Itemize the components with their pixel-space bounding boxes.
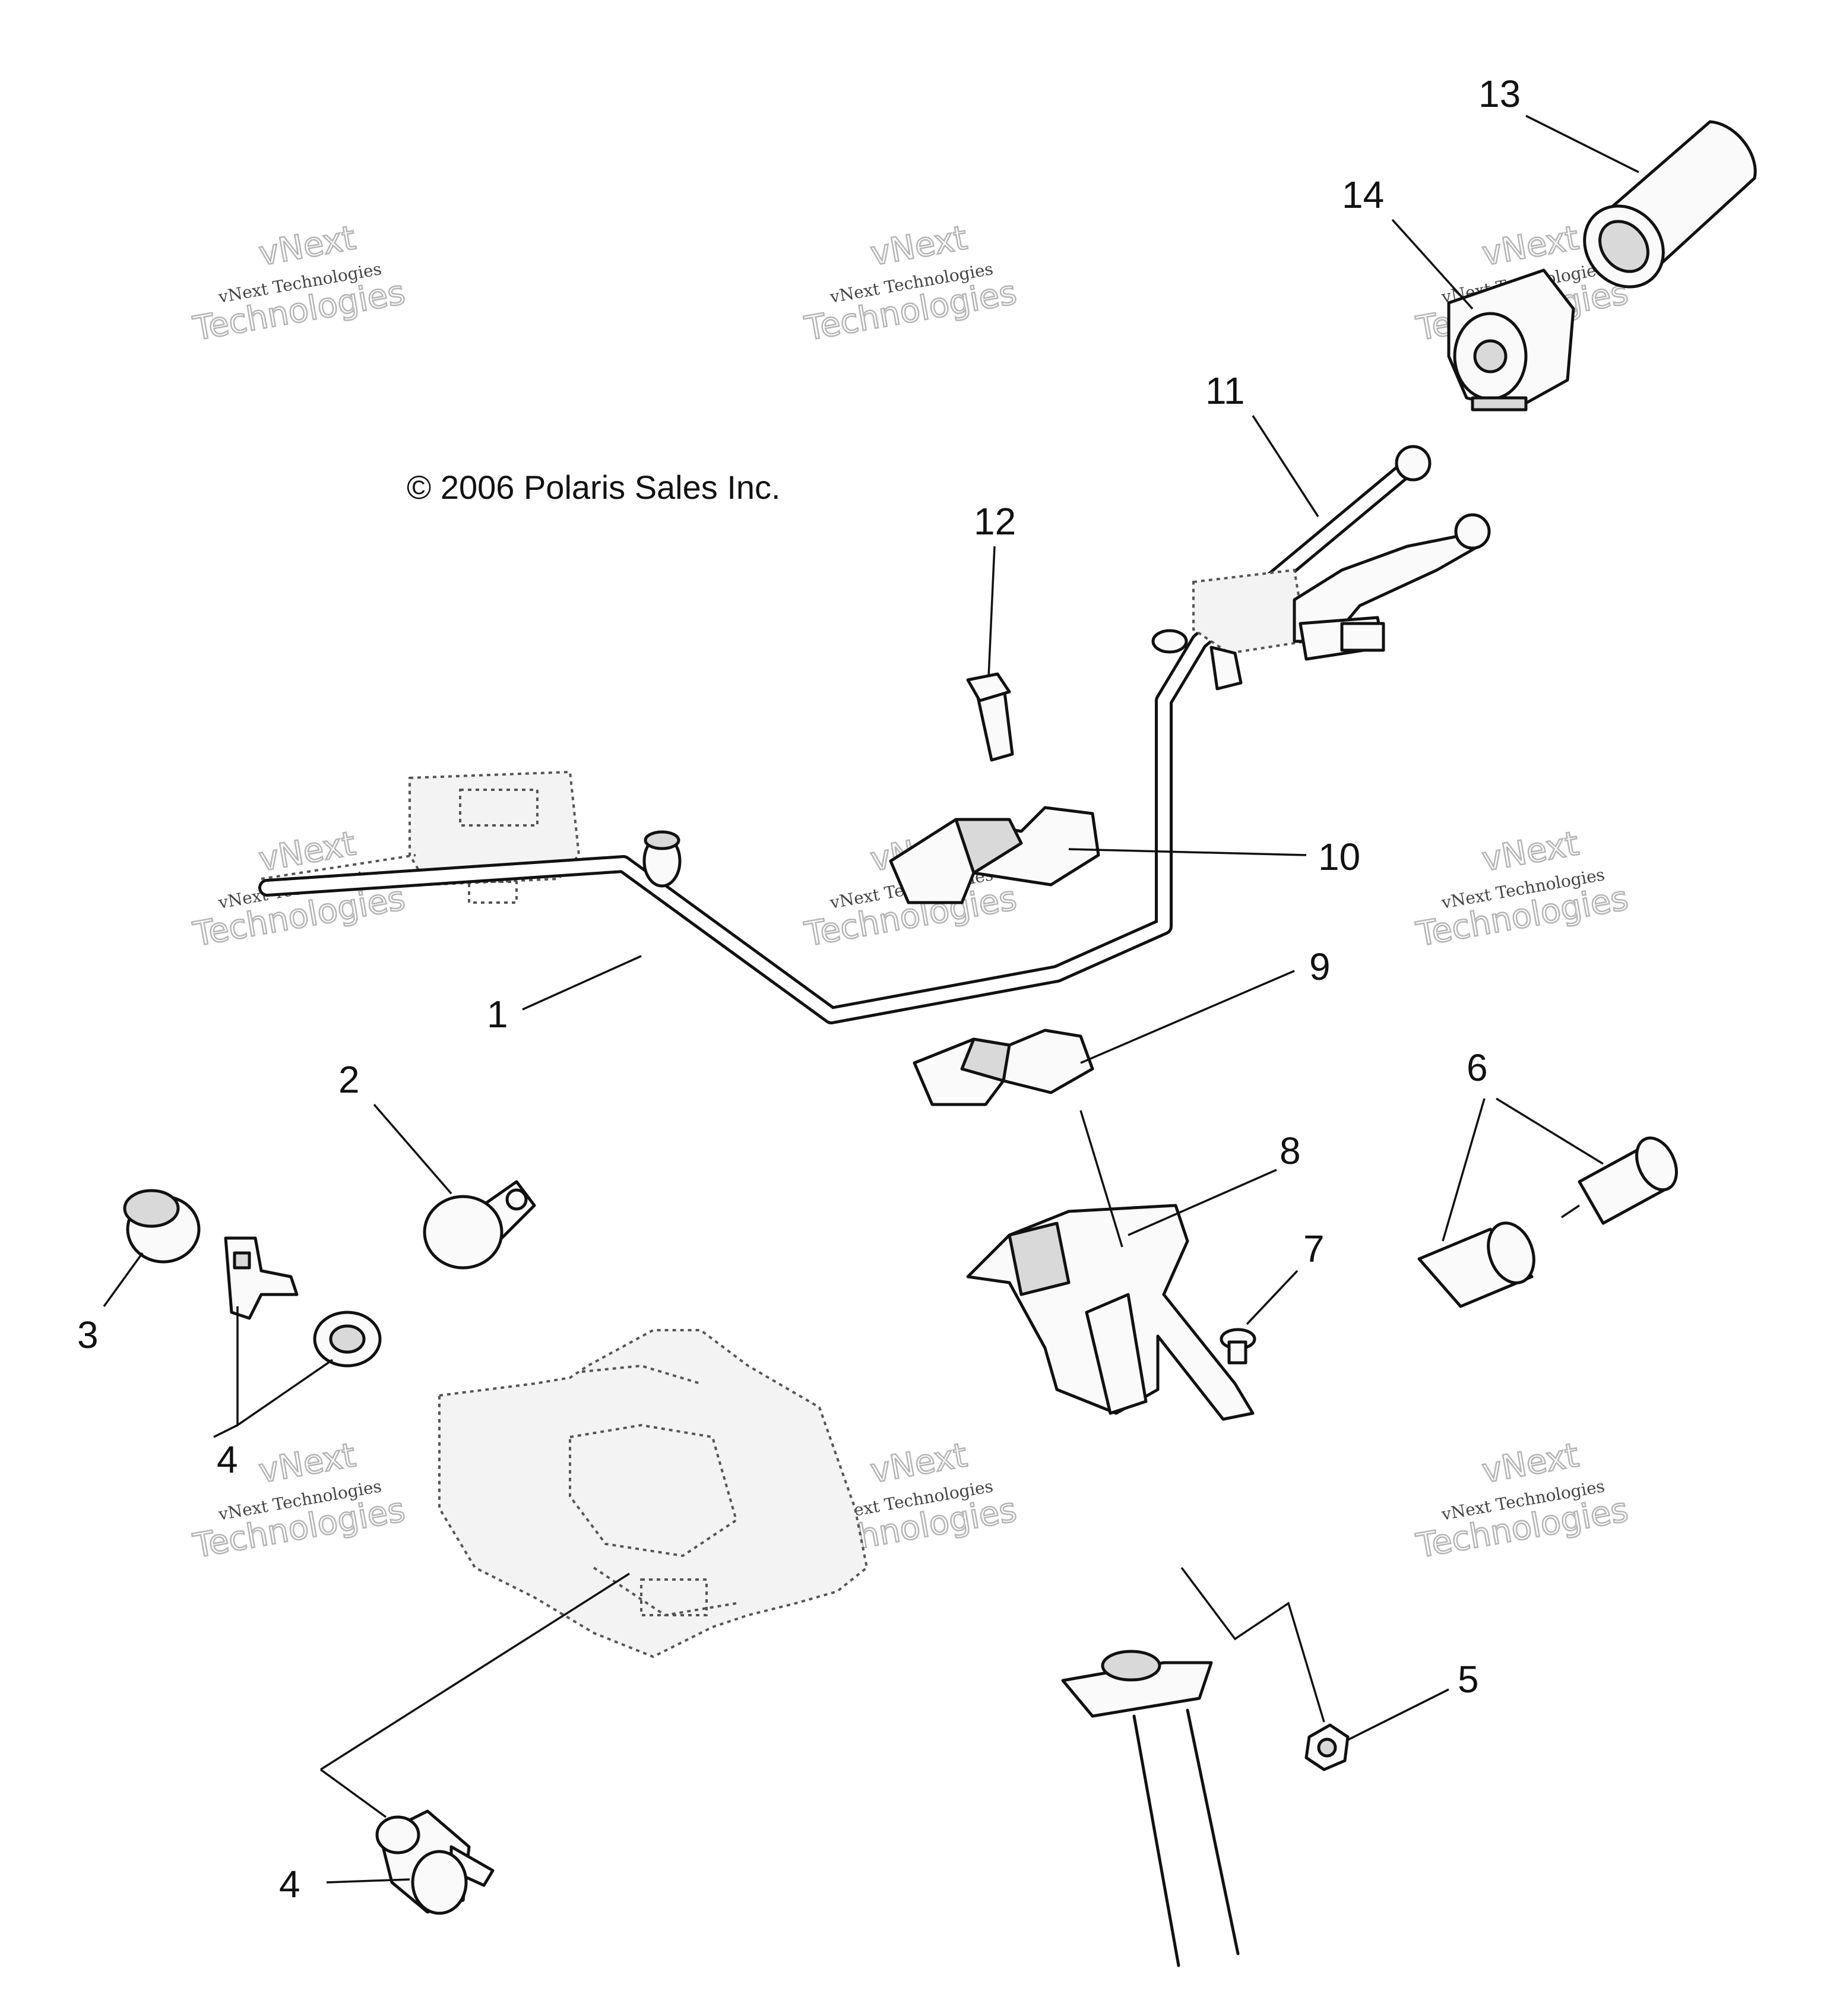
watermark: vNext vNext Technologies Technologies (1413, 824, 1632, 955)
part-4-ignition-switch (375, 1809, 495, 1915)
callout-6: 6 (1467, 1046, 1488, 1089)
callout-14: 14 (1342, 173, 1384, 216)
part-12-bolt (966, 672, 1014, 762)
part-5-nut (1304, 1723, 1350, 1771)
part-2-grommet (423, 1180, 536, 1270)
callout-4-lower: 4 (279, 1863, 300, 1906)
part-9-lower-clamp (913, 1028, 1094, 1106)
part-6-switch (1417, 1136, 1678, 1308)
callout-9: 9 (1309, 945, 1331, 988)
headlight-pod (438, 1329, 869, 1659)
part-3-cap (123, 1189, 201, 1264)
callout-5: 5 (1458, 1658, 1479, 1701)
callout-7: 7 (1303, 1227, 1325, 1270)
callout-8: 8 (1280, 1129, 1301, 1172)
part-14-throttle-block (1447, 268, 1575, 412)
part-8-bracket (966, 1204, 1255, 1421)
callout-1: 1 (487, 993, 508, 1036)
callout-11: 11 (1205, 369, 1244, 412)
callouts: 13 14 11 12 10 1 9 2 6 8 7 3 4 5 4 (77, 72, 1521, 1906)
copyright-notice: © 2006 Polaris Sales Inc. (407, 469, 781, 506)
callout-3: 3 (77, 1314, 99, 1356)
part-11-handlebar (258, 445, 1491, 1024)
watermark: vNext vNext Technologies Technologies (189, 218, 408, 349)
watermark: vNext vNext Technologies Technologies (189, 1435, 408, 1566)
leader-lines (103, 115, 1639, 1884)
part-7-screw (1220, 1328, 1256, 1365)
steering-post (1061, 1110, 1240, 1967)
part-4-lock-nut (313, 1311, 382, 1368)
part-4-key (224, 1236, 299, 1320)
part-13-grip (1583, 120, 1757, 289)
callout-2: 2 (338, 1058, 360, 1101)
watermark: vNext vNext Technologies Technologies (801, 218, 1020, 349)
callout-4: 4 (217, 1438, 238, 1481)
callout-10: 10 (1318, 835, 1360, 878)
watermark: vNext vNext Technologies Technologies (1413, 1435, 1632, 1566)
part-10-upper-clamp (889, 806, 1100, 904)
callout-12: 12 (974, 500, 1016, 543)
callout-13: 13 (1478, 72, 1521, 115)
